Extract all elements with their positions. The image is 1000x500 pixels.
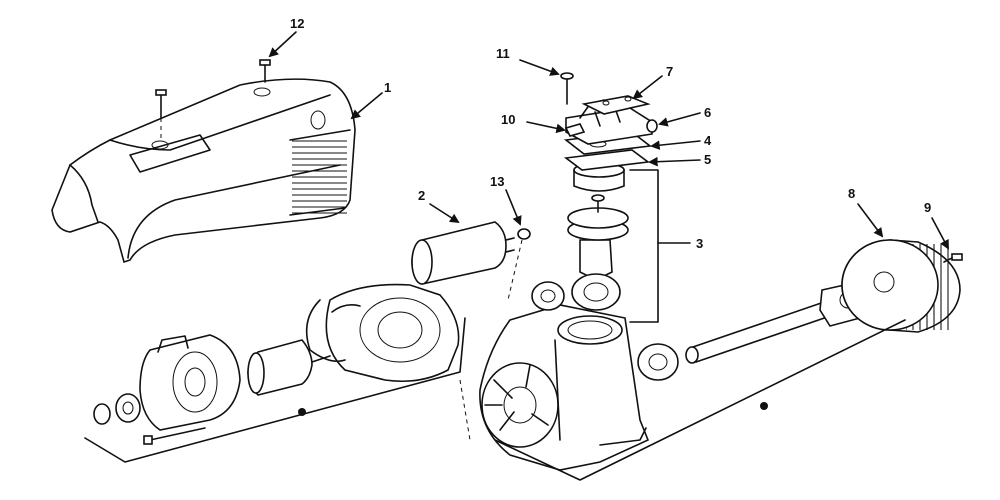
motor-end-bell xyxy=(139,334,241,431)
callout-4: 4 xyxy=(704,133,712,148)
callout-arrow-13 xyxy=(505,189,522,226)
motor-bearing xyxy=(93,393,141,425)
cover-screw-top xyxy=(259,59,271,83)
callout-arrow-6 xyxy=(658,112,701,127)
callout-8: 8 xyxy=(848,186,855,201)
callout-13: 13 xyxy=(490,174,504,189)
connecting-rod xyxy=(571,239,621,311)
callout-arrow-4 xyxy=(650,140,701,150)
callout-arrow-12 xyxy=(268,31,297,58)
callout-6: 6 xyxy=(704,105,711,120)
crankcase-dashed-guide xyxy=(459,379,471,441)
callout-11: 11 xyxy=(496,46,510,61)
gasket-upper xyxy=(564,123,586,137)
callout-arrow-5 xyxy=(648,156,701,167)
pump-group-bracket xyxy=(629,169,659,323)
cover-screw-left xyxy=(155,89,167,140)
callout-3: 3 xyxy=(696,236,703,251)
callout-5: 5 xyxy=(704,152,711,167)
motor-group-bracket xyxy=(84,317,466,463)
callout-arrow-10 xyxy=(526,121,566,134)
callout-arrow-9 xyxy=(931,217,949,250)
callout-arrow-11 xyxy=(519,59,560,76)
gasket-lower xyxy=(563,149,651,171)
shaft-group-dot xyxy=(760,402,768,410)
piston xyxy=(567,194,629,241)
head-cover xyxy=(581,95,651,115)
callout-arrow-8 xyxy=(857,203,884,238)
crankcase-bearing xyxy=(531,281,565,311)
motor-through-bolt xyxy=(143,427,206,445)
callout-2: 2 xyxy=(418,188,425,203)
callout-12: 12 xyxy=(290,16,304,31)
callout-arrow-2 xyxy=(429,203,460,224)
callout-9: 9 xyxy=(924,200,931,215)
callout-7: 7 xyxy=(666,64,673,79)
callout-arrow-7 xyxy=(632,75,663,100)
motor-rotor xyxy=(247,339,331,396)
shroud-cover xyxy=(51,78,356,264)
flywheel xyxy=(841,239,961,333)
callout-arrow-1 xyxy=(350,92,383,120)
capacitor xyxy=(411,221,515,285)
flywheel-screw xyxy=(943,253,963,263)
crankcase xyxy=(479,304,650,471)
motor-group-dot xyxy=(298,408,306,416)
callout-1: 1 xyxy=(384,80,391,95)
shaft-group-bracket xyxy=(494,319,906,481)
head-bolt xyxy=(560,72,574,105)
motor-stator xyxy=(305,283,460,383)
callout-10: 10 xyxy=(501,112,515,127)
capacitor-nut xyxy=(507,228,531,301)
shaft-bearing xyxy=(637,343,679,381)
